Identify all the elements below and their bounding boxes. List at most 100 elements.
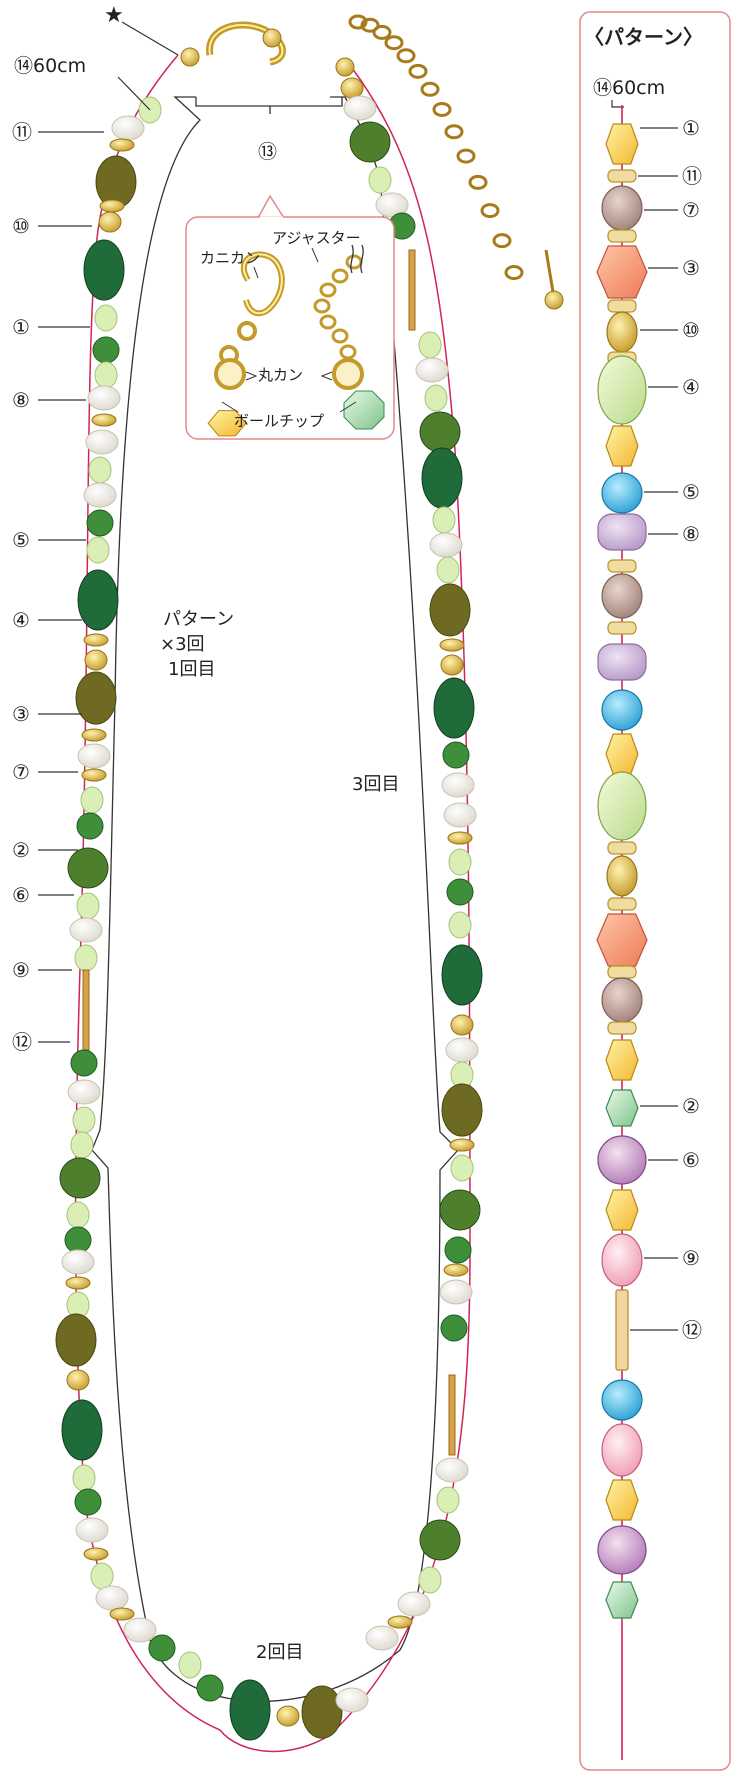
chain-link	[456, 148, 476, 164]
bead-lime	[436, 1486, 460, 1514]
length-leader-line	[117, 76, 151, 111]
bead-gold	[91, 413, 117, 427]
inset-label-adjuster: アジャスター	[272, 229, 361, 247]
necklace-label-7: ⑦	[12, 760, 30, 784]
bead-tube	[82, 969, 90, 1051]
bead-gold	[83, 1547, 109, 1561]
pattern-bead-blue-round	[601, 472, 643, 514]
bead-lime	[74, 944, 98, 972]
bead-pearl	[85, 429, 119, 455]
bead-big	[439, 1189, 481, 1231]
pattern-length-label: ⑭60cm	[593, 77, 665, 99]
pattern-bead-gold-corrugated	[606, 855, 638, 897]
bead-pearl	[445, 1037, 479, 1063]
right-strand-beads	[340, 77, 483, 1651]
bead-olive	[429, 583, 471, 637]
inset-label-marukan: 丸カン	[258, 366, 303, 384]
chain-link	[444, 124, 464, 140]
star-leader-line	[121, 21, 179, 56]
ball-chip-left	[207, 410, 247, 437]
jump-ring-right	[332, 358, 364, 390]
necklace-label-4: ⑤	[12, 528, 30, 552]
chain-end-drop	[544, 290, 564, 310]
pattern-label-4: ⑩	[682, 318, 700, 342]
bead-big	[59, 1157, 101, 1199]
bead-pearl	[95, 1585, 129, 1611]
pattern-bead-mauve-round	[597, 1135, 647, 1185]
pattern-label-6: ⑤	[682, 480, 700, 504]
adjuster-chain	[348, 14, 564, 310]
bead-goldr	[440, 654, 464, 676]
inset-chain-link	[319, 282, 337, 298]
chain-link	[480, 203, 500, 219]
bead-dgreen	[433, 677, 475, 739]
clasp-detail-inset: カニカン アジャスター 丸カン ボールチップ	[185, 194, 395, 440]
round-2-label: 2回目	[256, 1642, 303, 1663]
pattern-bead-bugle-tube	[615, 1289, 629, 1371]
bead-green	[70, 1049, 98, 1077]
bead-dgreen	[421, 447, 463, 509]
repeat-text-line3: 1回目	[168, 659, 215, 680]
bead-goldr	[340, 77, 364, 99]
bead-pearl	[435, 1457, 469, 1483]
bead-gold	[387, 1615, 413, 1629]
bottom-strand-beads	[178, 1651, 369, 1741]
pattern-label-3: ③	[682, 256, 700, 280]
pattern-bead-orange-hex	[596, 913, 648, 967]
pattern-bead-gold-rondelle	[607, 559, 637, 573]
pattern-bead-brown-oval	[601, 977, 643, 1023]
chain-link	[408, 63, 428, 79]
bead-goldr	[98, 211, 122, 233]
inset-chain-link	[331, 268, 349, 284]
necklace-label-6: ③	[12, 702, 30, 726]
pattern-bead-yellow-hex	[605, 1039, 639, 1081]
pattern-bead-blue-round	[601, 689, 643, 731]
pattern-bead-pink-oval	[601, 1423, 643, 1477]
bead-pearl	[441, 772, 475, 798]
pattern-bead-gold-rondelle	[607, 965, 637, 979]
chain-link	[468, 174, 488, 190]
necklace-label-5: ④	[12, 608, 30, 632]
bead-lime	[66, 1201, 90, 1229]
bead-green	[76, 812, 104, 840]
pattern-bead-mauve-round	[597, 1525, 647, 1575]
bead-dgreen	[61, 1399, 103, 1461]
necklace-label-11: ⑫	[12, 1030, 32, 1054]
pattern-bead-yellow-hex	[605, 123, 639, 165]
bead-pearl	[335, 1687, 369, 1713]
lobster-clasp	[180, 21, 355, 77]
bead-lime	[418, 1566, 442, 1594]
chain-link	[384, 35, 404, 51]
pattern-bead-yellow-hex	[605, 425, 639, 467]
bead-dgreen	[229, 1679, 271, 1741]
bead-pearl	[365, 1625, 399, 1651]
pattern-bead-brown-oval	[601, 573, 643, 619]
bead-tube	[448, 1374, 456, 1456]
left-strand-beads	[55, 96, 176, 1662]
chain-link	[492, 233, 512, 249]
pattern-bead-lilac-nugget	[597, 513, 647, 551]
necklace-label-0: ⑪	[12, 120, 32, 144]
bead-olive	[75, 671, 117, 725]
pattern-bead-yellow-hex	[605, 1479, 639, 1521]
pattern-bead-yellow-hex	[605, 733, 639, 775]
bead-green	[86, 509, 114, 537]
pattern-bead-lilac-nugget	[597, 643, 647, 681]
chain-link	[504, 265, 524, 281]
bead-lime	[72, 1106, 96, 1134]
pattern-label-5: ④	[682, 375, 700, 399]
pattern-label-0: ①	[682, 116, 700, 140]
inset-label-ball-chip: ボールチップ	[234, 412, 324, 430]
bead-pearl	[397, 1591, 431, 1617]
chain-end-link	[544, 249, 555, 293]
inset-chain-link	[319, 314, 337, 330]
bead-pearl	[69, 917, 103, 943]
bead-pearl	[67, 1079, 101, 1105]
pattern-bead-lime-oval	[597, 355, 647, 425]
chain-link	[396, 48, 416, 64]
pattern-bead-gold-rondelle	[607, 897, 637, 911]
pattern-beads	[596, 123, 648, 1619]
inset-pointer	[257, 194, 285, 219]
